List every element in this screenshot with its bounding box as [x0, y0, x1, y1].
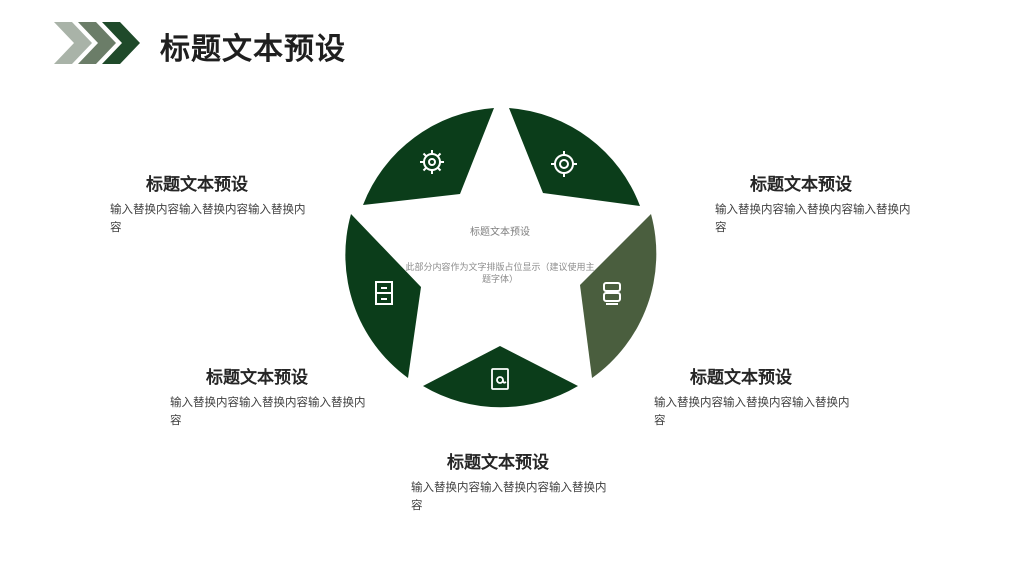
center-title: 标题文本预设	[470, 227, 530, 238]
segment-right	[580, 214, 657, 378]
block-body-middle-left: 输入替换内容输入替换内容输入替换内容	[170, 395, 366, 427]
block-title-top-left: 标题文本预设	[146, 175, 248, 195]
document-at-icon	[491, 368, 509, 390]
block-title-top-right: 标题文本预设	[750, 175, 852, 195]
segment-top-left	[363, 108, 494, 205]
gear-icon	[420, 150, 444, 174]
block-body-top-left: 输入替换内容输入替换内容输入替换内容	[110, 202, 306, 234]
segment-top-right	[509, 108, 640, 206]
header-chevron-icon	[54, 22, 140, 64]
server-icon	[603, 282, 621, 305]
page-title: 标题文本预设	[160, 32, 346, 67]
cabinet-icon	[375, 281, 393, 305]
block-title-bottom: 标题文本预设	[447, 453, 549, 473]
block-body-bottom: 输入替换内容输入替换内容输入替换内容	[411, 480, 607, 512]
center-body: 此部分内容作为文字排版占位显示（建议使用主题字体）	[405, 263, 595, 285]
segment-left	[345, 214, 421, 378]
block-title-middle-left: 标题文本预设	[206, 368, 308, 388]
target-icon	[551, 151, 577, 177]
block-title-middle-right: 标题文本预设	[690, 368, 792, 388]
block-body-top-right: 输入替换内容输入替换内容输入替换内容	[715, 202, 911, 234]
block-body-middle-right: 输入替换内容输入替换内容输入替换内容	[654, 395, 850, 427]
